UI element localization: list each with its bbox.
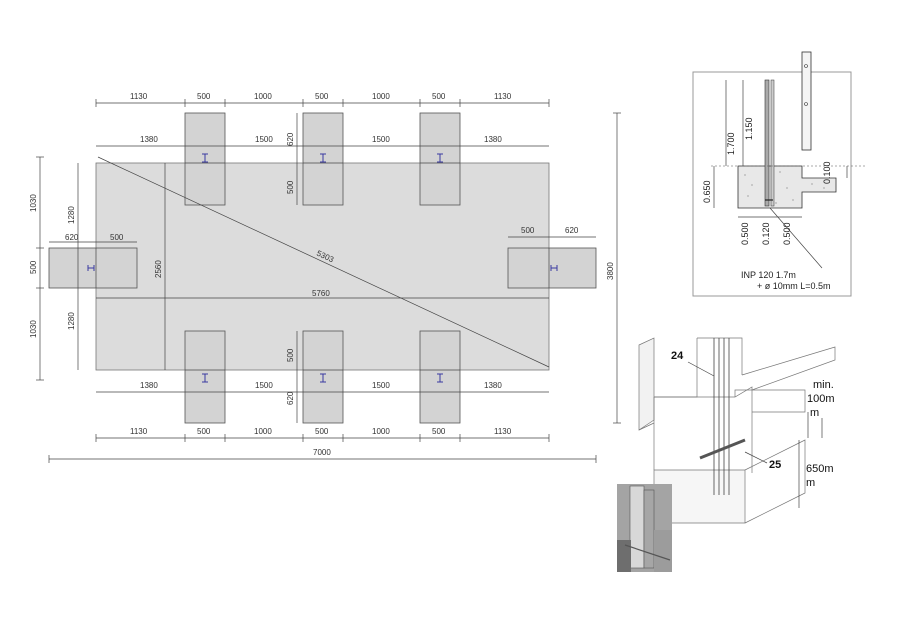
svg-text:500: 500 [521, 226, 535, 235]
svg-text:620: 620 [65, 233, 79, 242]
bottom-dim-row-2: 1380 1500 1500 1380 500 620 [96, 331, 549, 423]
svg-text:1000: 1000 [254, 427, 272, 436]
svg-text:3800: 3800 [606, 262, 615, 280]
slab-height-label: 2560 [154, 260, 163, 278]
svg-text:500: 500 [286, 348, 295, 362]
label-25: 25 [769, 459, 781, 471]
section-detail: 1.700 1.150 0.650 0.100 0.500 0.120 0.50… [692, 51, 866, 297]
svg-text:500: 500 [315, 92, 329, 101]
svg-text:650m: 650m [806, 463, 834, 475]
svg-text:0.120: 0.120 [761, 222, 771, 245]
diagonal-line [97, 156, 550, 368]
svg-text:1380: 1380 [484, 135, 502, 144]
svg-text:100m: 100m [807, 393, 835, 405]
svg-text:1.700: 1.700 [726, 132, 736, 155]
svg-text:m: m [810, 407, 819, 419]
post-markers [87, 153, 558, 383]
svg-text:1130: 1130 [130, 427, 148, 436]
svg-text:m: m [806, 477, 815, 489]
svg-text:1000: 1000 [372, 92, 390, 101]
svg-text:1380: 1380 [140, 135, 158, 144]
svg-text:1500: 1500 [255, 381, 273, 390]
rebar-25 [699, 438, 746, 460]
top-dim-row-2: 1380 1500 1500 1380 620 500 [96, 113, 549, 205]
svg-text:1380: 1380 [140, 381, 158, 390]
top-dim-row: 1130 500 1000 500 1000 500 1130 [95, 92, 550, 107]
svg-text:500: 500 [29, 260, 38, 274]
svg-text:1130: 1130 [494, 92, 512, 101]
svg-text:500: 500 [286, 180, 295, 194]
svg-text:1500: 1500 [372, 135, 390, 144]
footing-section [737, 165, 837, 209]
bottom-dim-row: 1130 500 1000 500 1000 500 1130 [95, 427, 550, 442]
slab-width-label: 5760 [312, 289, 330, 298]
left-dims: 1030 500 1030 1280 1280 620 500 [29, 156, 137, 381]
section-note-2: + ø 10mm L=0.5m [757, 281, 831, 291]
post-photo [617, 484, 672, 572]
svg-text:500: 500 [110, 233, 124, 242]
svg-text:620: 620 [286, 132, 295, 146]
svg-text:1500: 1500 [372, 381, 390, 390]
steel-post [764, 79, 770, 207]
svg-text:500: 500 [315, 427, 329, 436]
overall-width: 7000 [48, 448, 597, 463]
plan-view: 5303 5760 2560 1130 500 1000 500 1000 50… [29, 92, 621, 463]
svg-text:0.500: 0.500 [782, 222, 792, 245]
right-dims: 500 620 3800 [508, 112, 621, 424]
svg-text:min.: min. [813, 379, 834, 391]
svg-text:620: 620 [286, 391, 295, 405]
svg-text:500: 500 [432, 427, 446, 436]
post-elevation [801, 51, 812, 151]
svg-text:1130: 1130 [494, 427, 512, 436]
svg-text:1500: 1500 [255, 135, 273, 144]
svg-text:500: 500 [197, 427, 211, 436]
svg-text:0.500: 0.500 [740, 222, 750, 245]
svg-text:1030: 1030 [29, 194, 38, 212]
label-24: 24 [671, 350, 684, 362]
svg-text:500: 500 [197, 92, 211, 101]
svg-text:1.150: 1.150 [744, 117, 754, 140]
svg-text:1000: 1000 [372, 427, 390, 436]
svg-text:1380: 1380 [484, 381, 502, 390]
svg-text:1130: 1130 [130, 92, 148, 101]
section-note-1: INP 120 1.7m [741, 270, 796, 280]
svg-text:7000: 7000 [313, 448, 331, 457]
svg-text:620: 620 [565, 226, 579, 235]
svg-text:1000: 1000 [254, 92, 272, 101]
svg-text:1280: 1280 [67, 206, 76, 224]
svg-text:1280: 1280 [67, 312, 76, 330]
svg-text:500: 500 [432, 92, 446, 101]
svg-text:1030: 1030 [29, 320, 38, 338]
svg-text:0.100: 0.100 [822, 161, 832, 184]
svg-text:0.650: 0.650 [702, 180, 712, 203]
